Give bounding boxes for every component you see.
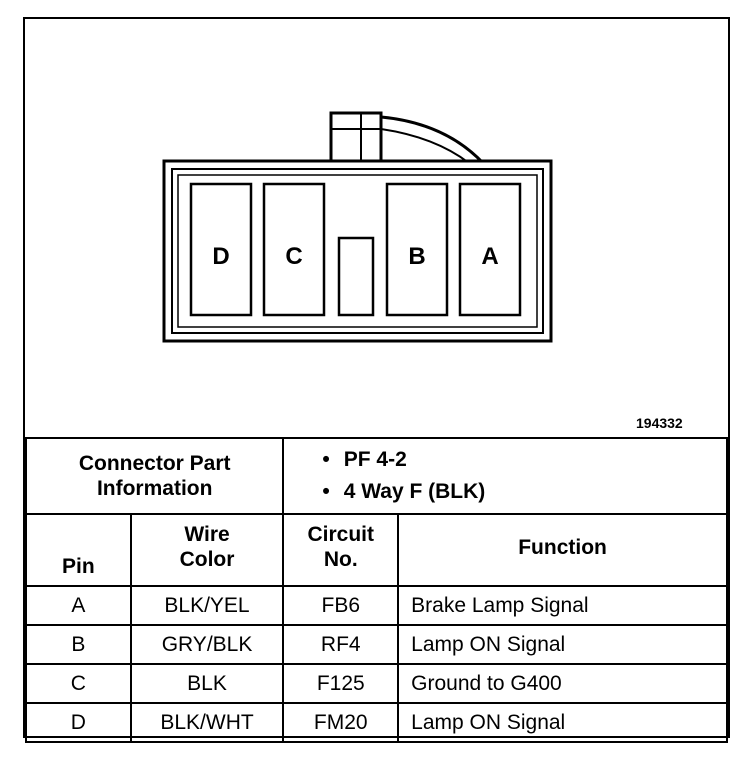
pin-label-c: C bbox=[285, 243, 302, 270]
connector-latch bbox=[329, 111, 485, 165]
part-info-label-line2: Information bbox=[96, 477, 213, 500]
cell-circuit: RF4 bbox=[282, 624, 400, 665]
part-info-label-line1: Connector Part bbox=[78, 452, 231, 475]
pin-label-a: A bbox=[481, 243, 498, 270]
center-key bbox=[337, 236, 375, 317]
part-info-values: PF 4-2 4 Way F (BLK) bbox=[282, 437, 728, 515]
cell-function: Ground to G400 bbox=[397, 663, 728, 704]
cell-pin: A bbox=[25, 585, 132, 626]
cell-wire-color: GRY/BLK bbox=[129, 624, 285, 665]
cell-pin: C bbox=[25, 663, 132, 704]
pin-cavity-b: B bbox=[385, 182, 449, 317]
cell-function: Lamp ON Signal bbox=[397, 624, 728, 665]
pin-cavity-c: C bbox=[262, 182, 326, 317]
table-row: C BLK F125 Ground to G400 bbox=[25, 663, 728, 704]
cell-wire-color: BLK/WHT bbox=[129, 702, 285, 743]
table-row: A BLK/YEL FB6 Brake Lamp Signal bbox=[25, 585, 728, 626]
cell-wire-color: BLK/YEL bbox=[129, 585, 285, 626]
cell-pin: D bbox=[25, 702, 132, 743]
cell-circuit: FM20 bbox=[282, 702, 400, 743]
part-info-item: PF 4-2 bbox=[322, 444, 726, 476]
cell-function: Lamp ON Signal bbox=[397, 702, 728, 743]
part-info-item: 4 Way F (BLK) bbox=[322, 476, 726, 508]
header-function: Function bbox=[397, 513, 728, 587]
cell-circuit: F125 bbox=[282, 663, 400, 704]
pin-label-b: B bbox=[408, 243, 425, 270]
part-info-label: Connector Part Information bbox=[24, 437, 285, 515]
header-pin: Pin bbox=[25, 513, 132, 587]
pin-cavity-d: D bbox=[189, 182, 253, 317]
table-row: D BLK/WHT FM20 Lamp ON Signal bbox=[25, 702, 728, 743]
pin-cavity-a: A bbox=[458, 182, 522, 317]
cell-wire-color: BLK bbox=[129, 663, 285, 704]
cell-function: Brake Lamp Signal bbox=[397, 585, 728, 626]
part-info-row: Connector Part Information PF 4-2 4 Way … bbox=[24, 437, 728, 515]
connector-drawing: D C B A bbox=[162, 111, 553, 343]
figure-number: 194332 bbox=[636, 415, 683, 431]
connector-info-table: Connector Part Information PF 4-2 4 Way … bbox=[24, 437, 728, 743]
pin-label-d: D bbox=[212, 243, 229, 270]
cell-circuit: FB6 bbox=[282, 585, 400, 626]
cell-pin: B bbox=[25, 624, 132, 665]
table-row: B GRY/BLK RF4 Lamp ON Signal bbox=[25, 624, 728, 665]
